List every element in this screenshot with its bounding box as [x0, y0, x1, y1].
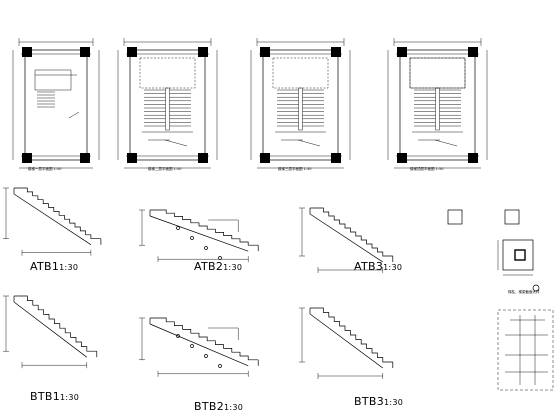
plan-3-column — [331, 153, 341, 163]
plan-2-wall — [129, 49, 206, 161]
flight-btb2-bar-mark — [204, 354, 208, 358]
flight-atb2-bar-mark — [190, 236, 194, 240]
plan-2-column — [127, 153, 137, 163]
plan-3-column — [260, 47, 270, 57]
plan-4-slab — [409, 57, 466, 89]
plan-3-handrail — [298, 87, 303, 131]
plan-4-handrail — [435, 87, 440, 131]
plan-3-landing — [272, 57, 329, 89]
flight-atb2-bar-mark — [218, 256, 222, 260]
flight-atb2-soffit — [149, 215, 249, 252]
plan-4-column — [468, 47, 478, 57]
plan-2-arrow — [164, 139, 188, 147]
plan-2-landing — [139, 57, 196, 89]
plan-2-handrail — [165, 87, 170, 131]
plan-4-column — [468, 153, 478, 163]
flight-atb3-profile — [310, 207, 393, 257]
label-btb2: BTB21:30 — [194, 400, 244, 413]
flight-btb1-profile — [14, 295, 97, 352]
plan-3-wall — [262, 49, 339, 161]
flight-btb2-bar-mark — [190, 344, 194, 348]
plan-3-arrow — [297, 139, 321, 147]
plan-3-column — [260, 153, 270, 163]
plan-4-column — [397, 47, 407, 57]
plan-1-column — [22, 153, 32, 163]
plan-4-arrow — [434, 139, 458, 147]
flight-atb3-soffit — [309, 213, 383, 263]
label-atb1: ATB11:30 — [30, 260, 79, 273]
plan-1-column — [80, 47, 90, 57]
flight-atb2-bar-mark — [176, 226, 180, 230]
plan-4-wall — [399, 49, 476, 161]
label-btb3: BTB31:30 — [354, 395, 404, 408]
flight-atb1-soffit — [13, 193, 92, 245]
flight-atb1-profile — [14, 187, 101, 240]
label-btb1: BTB11:30 — [30, 390, 80, 403]
detail-frame — [497, 309, 554, 391]
plan-1-wall — [24, 49, 88, 161]
flight-atb2-bar-mark — [204, 246, 208, 250]
plan-4-landing — [409, 57, 466, 89]
plan-caption-4: 楼梯顶层平面图 1:50 — [410, 167, 444, 171]
plan-1-column — [80, 153, 90, 163]
flight-btb3-soffit — [309, 313, 384, 369]
flight-atb2-profile — [150, 209, 259, 246]
detail-callout — [532, 284, 540, 292]
detail-column-core — [514, 249, 526, 261]
plan-3-column — [331, 47, 341, 57]
plan-caption-1: 楼梯一层平面图 1:50 — [28, 167, 62, 171]
plan-1-column — [22, 47, 32, 57]
label-atb3: ATB31:30 — [354, 260, 403, 273]
plan-2-column — [127, 47, 137, 57]
detail-column-section — [502, 239, 534, 271]
flight-btb2-bar-mark — [218, 364, 222, 368]
plan-caption-3: 楼梯三层平面图 1:50 — [278, 167, 312, 171]
detail-caption: 梯柱、梯梁截面大样 — [508, 290, 540, 294]
flight-btb2-soffit — [149, 323, 249, 367]
flight-btb1-soffit — [13, 301, 88, 358]
detail-beam-section — [447, 209, 463, 225]
plan-1-landing — [34, 69, 72, 91]
plan-1-arrow — [68, 111, 80, 119]
flight-btb3-profile — [310, 307, 393, 363]
plan-caption-2: 楼梯二层平面图 1:50 — [148, 167, 182, 171]
flight-btb2-profile — [150, 317, 259, 361]
flight-btb2-bar-mark — [176, 334, 180, 338]
plan-2-column — [198, 47, 208, 57]
plan-2-column — [198, 153, 208, 163]
label-atb2: ATB21:30 — [194, 260, 243, 273]
plan-4-column — [397, 153, 407, 163]
detail-beam-section — [504, 209, 520, 225]
